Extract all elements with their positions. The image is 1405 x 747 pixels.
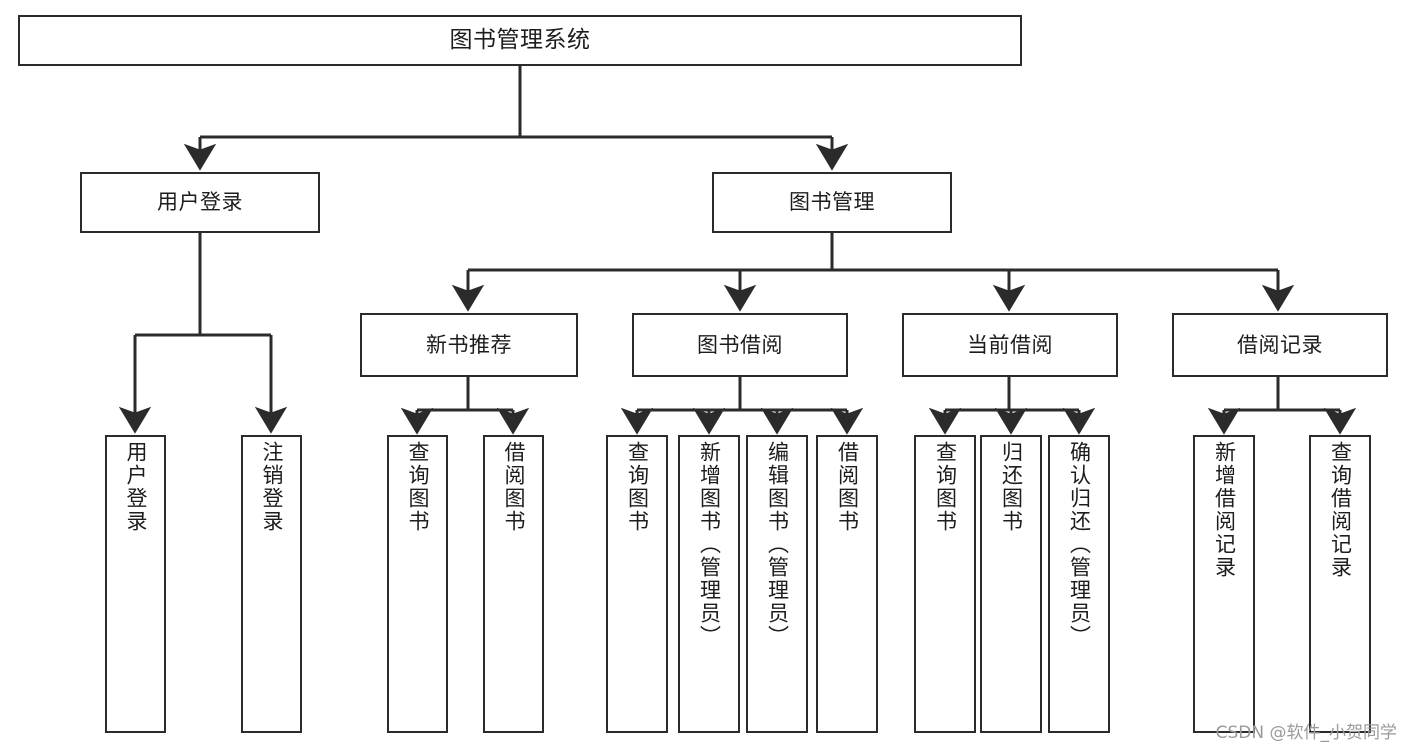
node-leaf-query-book[interactable]: 查询图书 [606, 435, 668, 733]
node-leaf-logout[interactable]: 注销登录 [241, 435, 302, 733]
node-label: 查询图书 [406, 441, 430, 533]
node-label: 用户登录 [124, 441, 148, 533]
node-label: 查询图书 [625, 441, 650, 533]
node-label: 用户登录 [157, 190, 243, 215]
node-label: 查询图书 [933, 441, 958, 533]
node-leaf-borrow-book-recommend[interactable]: 借阅图书 [483, 435, 544, 733]
node-root-system[interactable]: 图书管理系统 [18, 15, 1022, 66]
node-label: 新增借阅记录 [1212, 441, 1237, 579]
node-label: 归还图书 [999, 441, 1024, 533]
node-label: 借阅记录 [1237, 332, 1323, 357]
node-leaf-confirm-return-admin[interactable]: 确认归还（管理员） [1048, 435, 1110, 733]
node-book-borrow[interactable]: 图书借阅 [632, 313, 848, 377]
csdn-watermark: CSDN @软件_小贺同学 [1215, 723, 1397, 743]
node-label: 注销登录 [260, 441, 284, 533]
node-leaf-add-book-admin[interactable]: 新增图书（管理员） [678, 435, 740, 733]
node-borrow-record[interactable]: 借阅记录 [1172, 313, 1388, 377]
node-label: 图书借阅 [697, 332, 783, 357]
node-leaf-query-book-current[interactable]: 查询图书 [914, 435, 976, 733]
node-label: 当前借阅 [967, 332, 1053, 357]
node-leaf-query-borrow-record[interactable]: 查询借阅记录 [1309, 435, 1371, 733]
node-current-borrow[interactable]: 当前借阅 [902, 313, 1118, 377]
node-label: 借阅图书 [502, 441, 526, 533]
node-leaf-query-book-recommend[interactable]: 查询图书 [387, 435, 448, 733]
node-user-login[interactable]: 用户登录 [80, 172, 320, 233]
node-label: 查询借阅记录 [1328, 441, 1353, 579]
node-label: 新书推荐 [426, 332, 512, 357]
node-leaf-user-login[interactable]: 用户登录 [105, 435, 166, 733]
node-label: 图书管理系统 [449, 26, 591, 53]
node-label: 图书管理 [789, 190, 875, 215]
node-label: 借阅图书 [835, 441, 860, 533]
node-label: 编辑图书（管理员） [765, 441, 790, 648]
node-leaf-return-book[interactable]: 归还图书 [980, 435, 1042, 733]
node-leaf-borrow-book[interactable]: 借阅图书 [816, 435, 878, 733]
node-label: 确认归还（管理员） [1067, 441, 1092, 648]
node-new-book-recommend[interactable]: 新书推荐 [360, 313, 578, 377]
node-leaf-add-borrow-record[interactable]: 新增借阅记录 [1193, 435, 1255, 733]
node-label: 新增图书（管理员） [697, 441, 722, 648]
node-leaf-edit-book-admin[interactable]: 编辑图书（管理员） [746, 435, 808, 733]
node-book-management[interactable]: 图书管理 [712, 172, 952, 233]
